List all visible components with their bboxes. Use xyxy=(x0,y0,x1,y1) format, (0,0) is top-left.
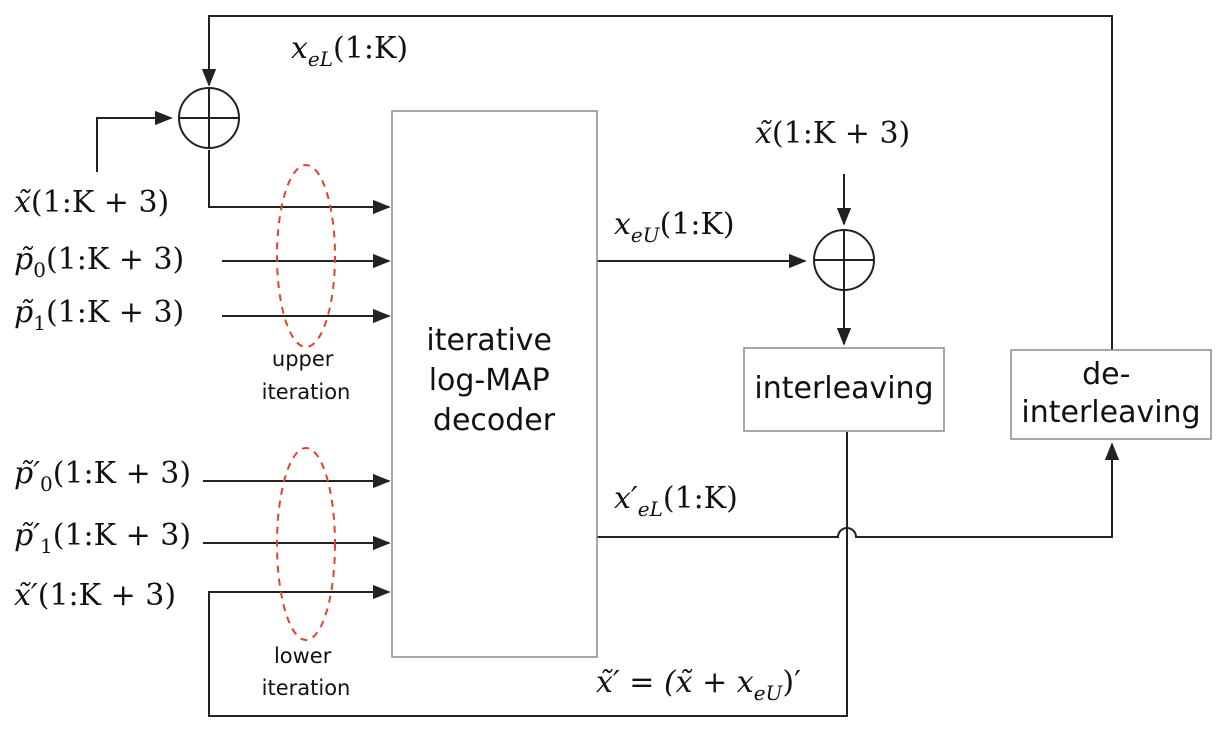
p0-prime-input-label: p̃′0(1:K + 3) xyxy=(14,456,191,496)
adder-to-decoder-wire xyxy=(208,150,391,215)
x-input-label: x̃(1:K + 3) xyxy=(14,185,169,220)
xeL-prime-output-label: x′eL(1:K) xyxy=(614,481,738,521)
interleaving-label: interleaving xyxy=(754,371,933,406)
upper-iteration-label-1: upper xyxy=(272,347,334,371)
decoder-label-line-3: decoder xyxy=(433,403,556,438)
upper-iteration-ellipse xyxy=(276,164,336,348)
deinterleaving-label-line-1: de- xyxy=(1082,357,1130,392)
interleaving-box: interleaving xyxy=(743,347,945,432)
x-prime-input-label: x̃′(1:K + 3) xyxy=(14,578,176,613)
p1-prime-input-label: p̃′1(1:K + 3) xyxy=(14,518,191,558)
xeU-output-label: xeU(1:K) xyxy=(614,207,735,247)
feedback-wire-top xyxy=(201,15,1113,350)
deinterleaving-box: de- interleaving xyxy=(1010,349,1212,440)
decoder-label-line-2: log-MAP xyxy=(429,363,550,398)
deinterleaving-label-line-2: interleaving xyxy=(1021,395,1200,430)
lower-iteration-label-1: lower xyxy=(274,644,332,668)
lower-iteration-label-2: iteration xyxy=(262,676,351,700)
p0-input-label: p̃0(1:K + 3) xyxy=(14,242,184,282)
bottom-equation-label: x̃′ = (x̃ + xeU)′ xyxy=(596,665,801,705)
svg-text:de- interleaving: de- interleaving xyxy=(1021,357,1200,430)
x-input-wire xyxy=(96,110,173,172)
lower-iteration-ellipse xyxy=(276,447,336,641)
right-adder xyxy=(813,229,875,291)
xeL-prime-output-wire xyxy=(596,442,1120,538)
svg-text:upper iteration: upper iteration xyxy=(262,347,351,404)
feedback-signal-label: xeL(1:K) xyxy=(291,31,408,71)
left-adder xyxy=(178,87,240,149)
p1-input-label: p̃1(1:K + 3) xyxy=(14,295,184,335)
svg-text:iterative log-MAP: iterative log-MAP decoder xyxy=(426,323,561,438)
svg-text:lower iteration: lower iteration xyxy=(262,644,351,700)
decoder-box: iterative log-MAP decoder xyxy=(391,110,598,658)
decoder-label-line-1: iterative xyxy=(426,323,552,358)
right-x-input-label: x̃(1:K + 3) xyxy=(755,116,910,151)
upper-iteration-label-2: iteration xyxy=(262,380,351,404)
bottom-loop-wire xyxy=(208,432,848,717)
